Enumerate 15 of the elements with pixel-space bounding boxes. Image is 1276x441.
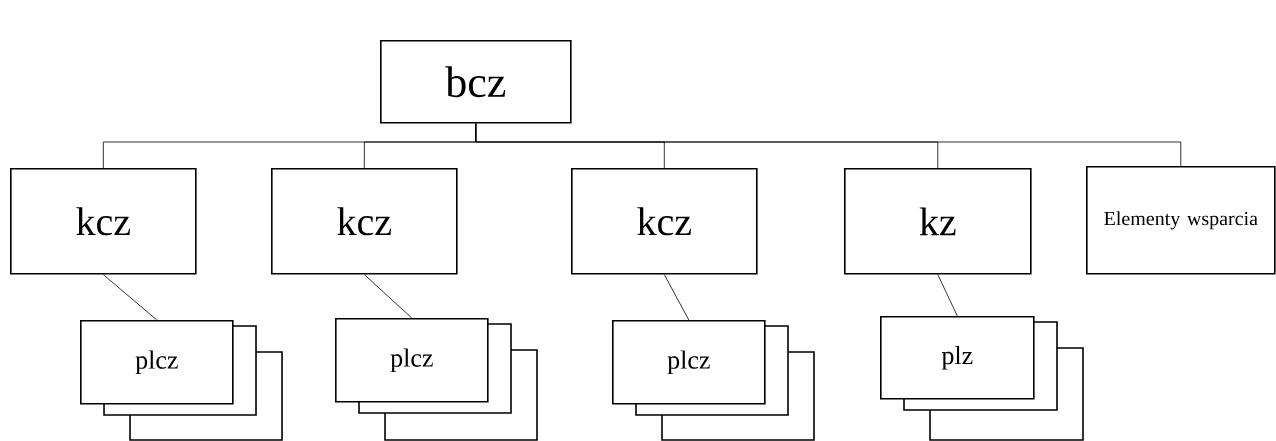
subunit-box: plcz — [612, 320, 766, 405]
unit-box: kz — [844, 168, 1032, 275]
unit-box: Elementy wsparcia — [1086, 166, 1276, 275]
unit-box: kcz — [271, 168, 458, 275]
connector-line — [102, 274, 158, 321]
connector-line — [363, 274, 413, 319]
connector-line — [475, 123, 1182, 167]
unit-box: kcz — [571, 168, 758, 275]
subunit-box: plcz — [80, 320, 234, 405]
unit-box: kcz — [10, 168, 197, 275]
subunit-box: plz — [880, 316, 1035, 400]
subunit-box: plcz — [335, 318, 489, 403]
top-box: bcz — [380, 40, 572, 124]
connector-line — [663, 274, 690, 321]
connector-line — [937, 274, 958, 317]
